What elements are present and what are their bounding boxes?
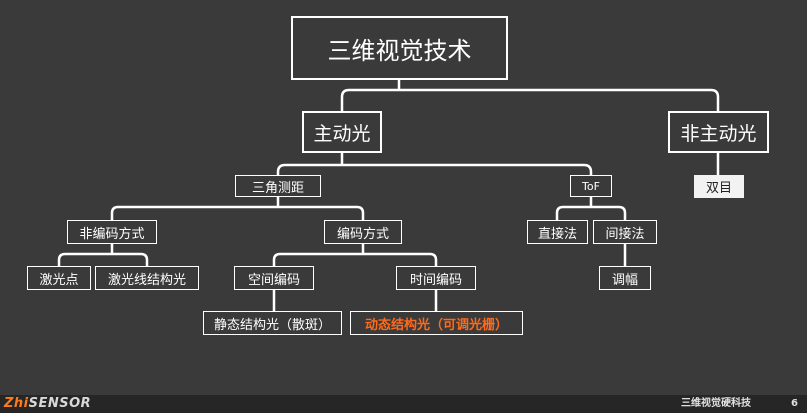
node-tof: ToF [570,175,612,197]
node-stereo: 双目 [694,175,744,198]
node-active-light: 主动光 [302,111,382,153]
zhisensor-logo: ZhiSENSOR [4,395,91,413]
node-static-structured-light: 静态结构光（散斑） [203,311,342,335]
node-encoding: 编码方式 [324,220,402,244]
node-laser-dot: 激光点 [27,266,91,290]
node-non-encoding: 非编码方式 [67,220,157,244]
logo-text-sensor: SENSOR [28,396,92,411]
node-dynamic-structured-light: 动态结构光（可调光栅） [350,311,523,335]
node-triangulation: 三角测距 [235,175,321,197]
footer-brand-text: 三维视觉硬科技 [681,398,751,409]
footer-bar: ZhiSENSOR 三维视觉硬科技 6 [0,395,807,413]
edge-tof [555,195,627,222]
edge-encoding [272,242,438,268]
node-3d-vision-tech: 三维视觉技术 [291,16,508,80]
node-spatial-encoding: 空间编码 [234,266,314,290]
node-modulation: 调幅 [599,266,651,290]
edge-root [340,78,720,113]
node-direct-method: 直接法 [527,220,588,244]
page-number: 6 [791,398,798,409]
node-laser-line: 激光线结构光 [95,266,199,290]
edge-non-encoding [57,242,149,268]
node-indirect-method: 间接法 [593,220,657,244]
node-passive-light: 非主动光 [668,111,769,153]
logo-text-zhi: Zhi [4,396,29,411]
node-temporal-encoding: 时间编码 [396,266,476,290]
edge-triangulation [110,195,365,222]
edge-active [276,151,593,177]
